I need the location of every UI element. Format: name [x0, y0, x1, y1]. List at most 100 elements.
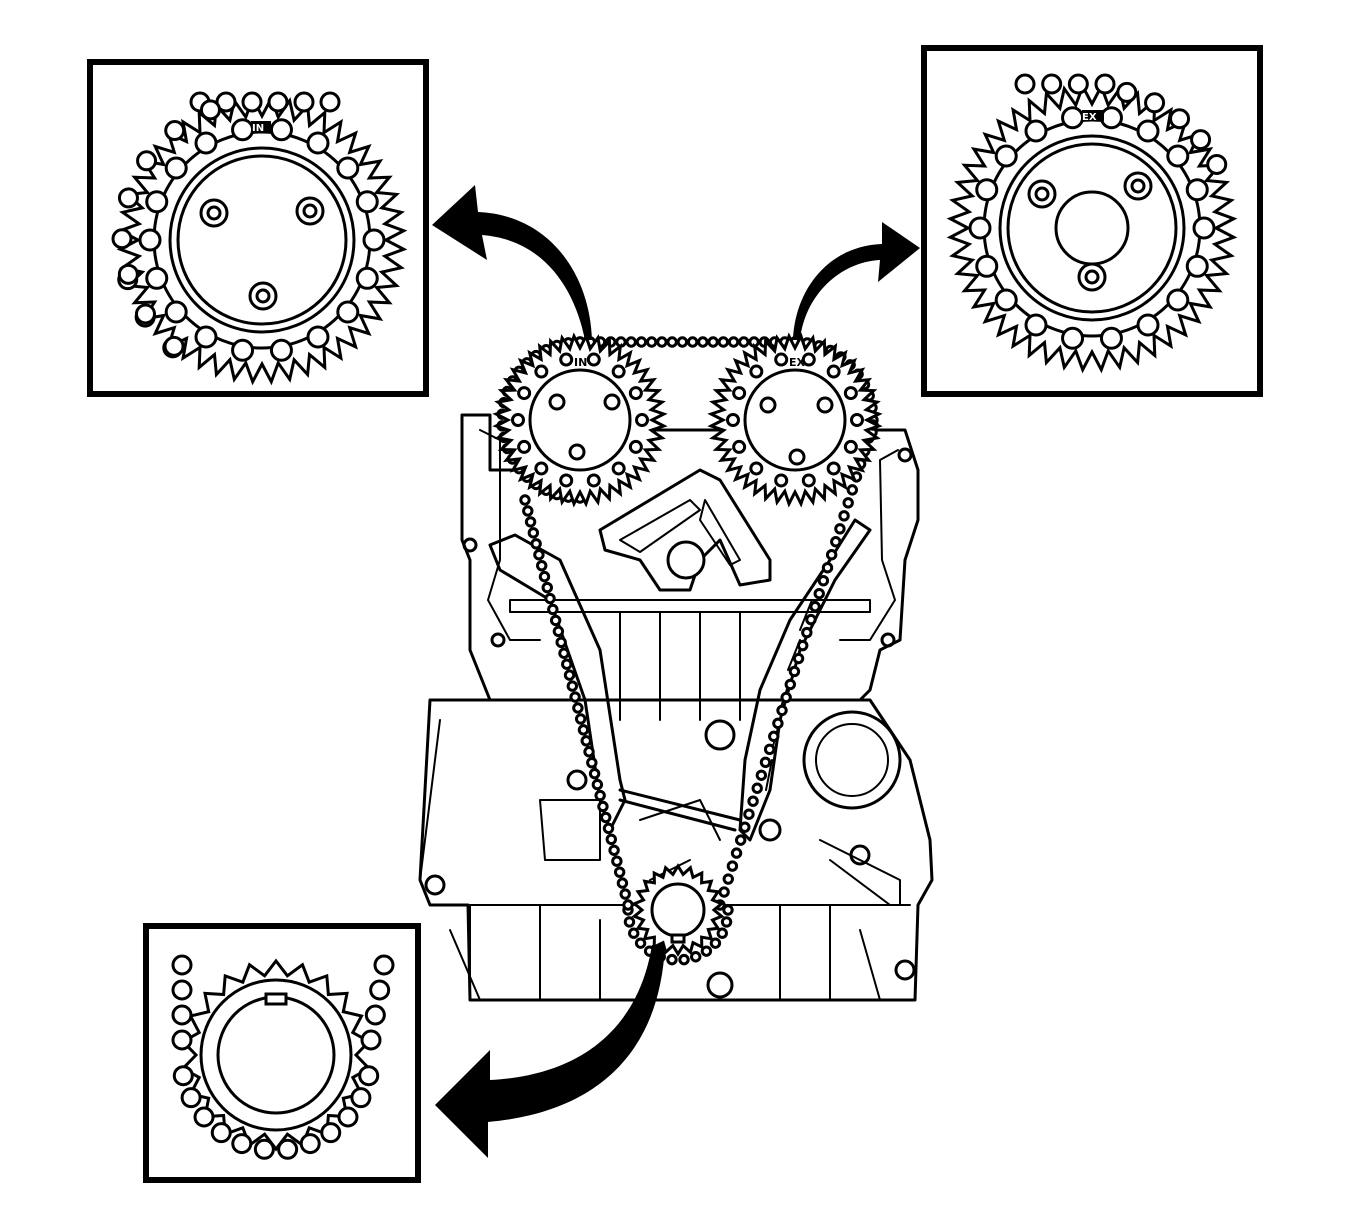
chain-roller: [843, 386, 858, 401]
chain-roller: [1099, 326, 1123, 350]
exhaust-camshaft-sprocket-detail: EX: [921, 45, 1263, 397]
chain-link: [541, 581, 553, 594]
chain-link: [360, 1029, 382, 1051]
chain-link: [171, 1004, 193, 1026]
chain-link: [530, 538, 542, 550]
chain-link: [1067, 73, 1089, 95]
chain-roller: [511, 413, 525, 427]
chain-roller: [586, 473, 601, 488]
chain-link: [726, 860, 739, 872]
chain-roller: [732, 439, 747, 454]
chain-link: [193, 1106, 215, 1128]
chain-link: [600, 811, 612, 824]
chain-link: [199, 99, 221, 121]
chain-link: [722, 904, 734, 916]
chain-link: [277, 1138, 299, 1160]
bolt-icon: [1123, 171, 1153, 201]
intake-sprocket-mark: IN: [574, 356, 587, 369]
chain-link: [111, 228, 133, 250]
chain-roller: [826, 364, 841, 379]
chain-link: [524, 516, 537, 528]
intake-timing-mark: IN: [252, 123, 264, 134]
chain-link: [739, 821, 751, 833]
chain-link: [763, 743, 776, 756]
chain-roller: [726, 413, 740, 427]
chain-roller: [1136, 313, 1160, 337]
chain-link: [549, 614, 562, 627]
chain-link: [231, 1133, 253, 1155]
chain-roller: [628, 386, 643, 401]
chain-link: [350, 1087, 372, 1109]
bolt-icon: [1027, 179, 1057, 209]
chain-link: [656, 336, 668, 348]
chain-link: [594, 789, 606, 802]
chain-roller: [1136, 119, 1160, 143]
arrow-to-intake-detail: [432, 185, 592, 340]
chain-link: [619, 888, 631, 900]
chain-link: [210, 1122, 232, 1144]
chain-roller: [801, 473, 816, 488]
chain-link: [613, 866, 626, 878]
chain-link: [634, 937, 647, 949]
exhaust-camshaft-sprocket: EX: [707, 332, 883, 508]
chain-link: [1169, 108, 1191, 130]
chain-roller: [145, 190, 169, 214]
chain-link: [180, 1087, 202, 1109]
chain-link: [805, 613, 817, 626]
exhaust-timing-mark: EX: [1082, 112, 1097, 123]
chain-roller: [231, 338, 255, 362]
chain-roller: [1166, 288, 1190, 312]
chain-link: [700, 945, 713, 957]
chain-roller: [586, 352, 601, 367]
chain-roller: [194, 325, 218, 349]
chain-roller: [1099, 106, 1123, 130]
chain-link: [717, 336, 730, 348]
chain-link: [299, 1133, 321, 1155]
chain-roller: [269, 338, 293, 362]
chain-link: [678, 953, 690, 966]
chain-link: [784, 678, 796, 691]
chain-roller: [1185, 254, 1209, 278]
chain-link: [538, 570, 551, 583]
chain-link: [838, 510, 850, 522]
chain-link: [117, 263, 139, 285]
chain-link: [522, 505, 534, 517]
chain-link: [369, 979, 391, 1001]
chain-link: [623, 916, 636, 928]
chain-link: [586, 757, 598, 769]
chain-link: [319, 91, 341, 113]
chain-link: [716, 927, 728, 939]
chain-link: [358, 1065, 380, 1087]
chain-link: [759, 756, 772, 768]
chain-link: [552, 625, 565, 638]
chain-link: [743, 808, 755, 820]
chain-link: [718, 886, 730, 898]
bolt-icon: [199, 198, 229, 228]
chain-link: [1144, 92, 1166, 114]
chain-roller: [628, 439, 643, 454]
chain-link: [722, 873, 734, 885]
chain-link: [117, 187, 139, 209]
chain-link: [1014, 73, 1036, 95]
chain-link: [834, 523, 846, 535]
chain-link: [527, 527, 540, 539]
chain-roller: [749, 461, 764, 476]
chain-roller: [826, 461, 841, 476]
chain-roller: [355, 190, 379, 214]
chain-roller: [517, 386, 532, 401]
chain-roller: [611, 461, 626, 476]
crankshaft-sprocket-detail: [143, 923, 421, 1183]
chain-link: [572, 702, 584, 714]
chain-roller: [774, 352, 789, 367]
chain-link: [134, 303, 156, 325]
chain-link: [768, 730, 780, 743]
chain-link: [163, 335, 185, 357]
chain-link: [747, 795, 759, 807]
chain-link: [635, 336, 648, 348]
chain-link: [846, 484, 859, 496]
chain-link: [611, 855, 623, 867]
chain-roller: [559, 352, 574, 367]
crankshaft-sprocket: [631, 863, 725, 957]
chain-link: [734, 834, 747, 846]
chain-roller: [145, 266, 169, 290]
